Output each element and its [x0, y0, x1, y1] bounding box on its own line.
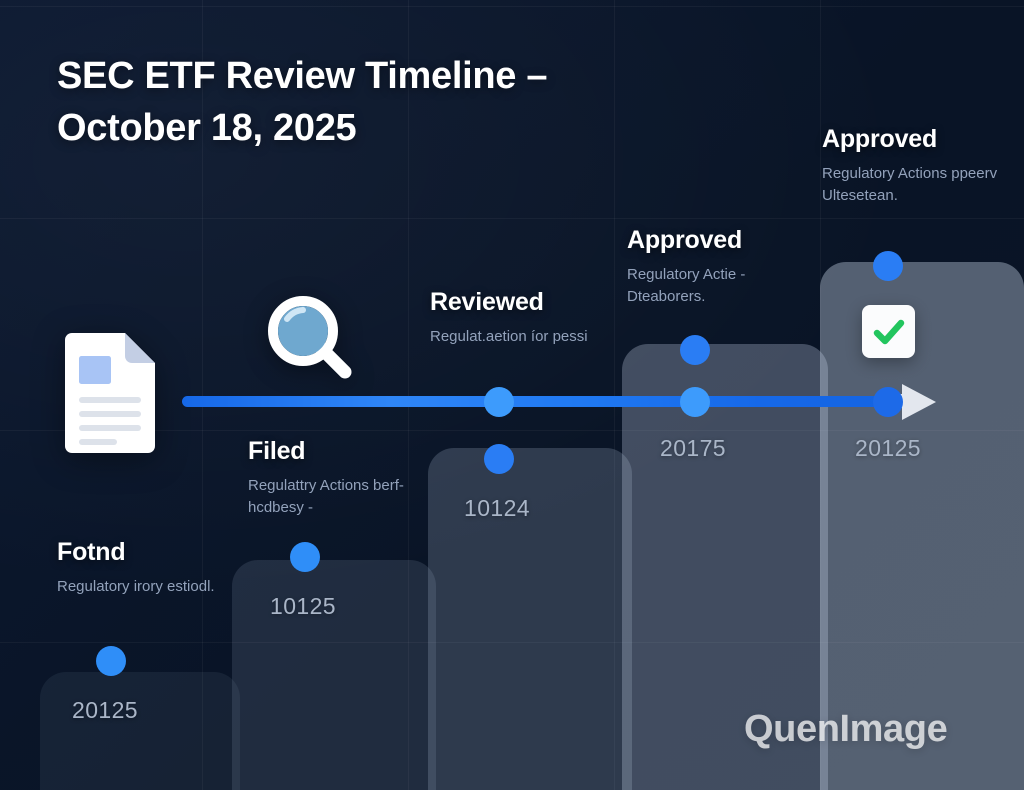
page-title-line-1: SEC ETF Review Timeline –	[57, 55, 548, 97]
arrow-right-icon	[902, 384, 936, 420]
milestone-5-description: Regulatory Actions ppeerv Ultesetean.	[822, 165, 998, 204]
milestone-2[interactable]: Filed Regulattry Actions berf-hcdbesy -	[248, 436, 438, 519]
milestone-3-dot-axis[interactable]	[484, 387, 514, 417]
milestone-3-label: Reviewed	[430, 288, 544, 316]
milestone-5-label: Approved	[822, 125, 938, 153]
milestone-2-label: Filed	[248, 437, 306, 465]
milestone-5-dot[interactable]	[873, 251, 903, 281]
milestone-2-description: Regulattry Actions berf-hcdbesy -	[248, 477, 404, 516]
milestone-1-date: 20125	[72, 697, 138, 723]
milestone-4[interactable]: Approved Regulatory Actie - Dteaborers.	[627, 225, 817, 308]
milestone-4-label: Approved	[627, 226, 743, 254]
magnifier-icon	[265, 295, 357, 383]
milestone-4-dot[interactable]	[680, 335, 710, 365]
milestone-1-dot[interactable]	[96, 646, 126, 676]
milestone-3-description: Regulat.aetion íor pessi	[430, 328, 588, 345]
milestone-3-date: 10124	[464, 495, 530, 521]
milestone-1[interactable]: Fotnd Regulatory irory estiodl.	[57, 537, 215, 598]
milestone-2-date: 10125	[270, 593, 336, 619]
check-icon	[873, 319, 904, 344]
milestone-4-date: 20175	[660, 435, 726, 461]
milestone-4-description: Regulatory Actie - Dteaborers.	[627, 266, 746, 305]
milestone-3-dot[interactable]	[484, 444, 514, 474]
milestone-1-description: Regulatory irory estiodl.	[57, 578, 215, 595]
check-icon-badge	[862, 305, 915, 358]
milestone-2-dot[interactable]	[290, 542, 320, 572]
watermark: QuenImage	[744, 708, 948, 750]
milestone-1-label: Fotnd	[57, 538, 126, 566]
milestone-3[interactable]: Reviewed Regulat.aetion íor pessi	[430, 287, 588, 348]
page-title-line-2: October 18, 2025	[57, 107, 357, 149]
milestone-5-dot-axis[interactable]	[873, 387, 903, 417]
page-title: SEC ETF Review Timeline – October 18, 20…	[57, 50, 677, 154]
milestone-5-date: 20125	[855, 435, 921, 461]
timeline-axis	[182, 396, 926, 407]
milestone-5[interactable]: Approved Regulatory Actions ppeerv Ultes…	[822, 124, 1012, 207]
document-icon	[65, 333, 155, 453]
milestone-4-dot-axis[interactable]	[680, 387, 710, 417]
